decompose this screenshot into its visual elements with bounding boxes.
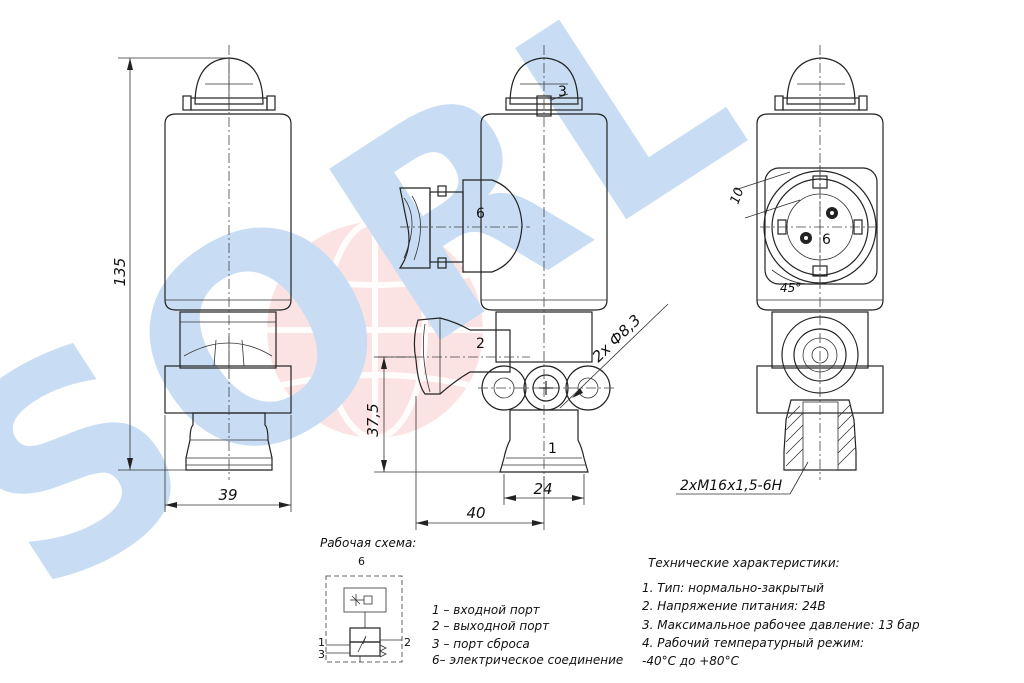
middle-view: 3 6 2 (378, 45, 614, 480)
port-legend: 1 – входной порт 2 – выходной порт 3 – п… (432, 603, 623, 667)
watermark-globe (267, 219, 483, 441)
working-schema: Рабочая схема: 6 1 3 2 (318, 536, 416, 663)
callout-6: 6 (476, 206, 485, 222)
dim-holes-label: 2x Ф8,3 (589, 311, 645, 366)
schema-port-1: 1 (318, 636, 325, 649)
specs-title: Технические характеристики: (648, 556, 840, 570)
specs-item-1: 1. Тип: нормально-закрытый (642, 581, 824, 595)
dim-10-label: 10 (728, 186, 748, 207)
legend-item-3: 3 – порт сброса (432, 637, 530, 651)
callout-6-front: 6 (822, 232, 831, 248)
specs-item-3: 3. Максимальное рабочее давление: 13 бар (642, 618, 920, 632)
schema-title: Рабочая схема: (320, 536, 416, 550)
dim-height: 135 (111, 57, 226, 471)
callout-2: 2 (476, 336, 485, 352)
dim-135-label: 135 (111, 258, 129, 287)
callout-1: 1 (548, 441, 557, 457)
thread-hatching (785, 404, 856, 467)
legend-item-2: 2 – выходной порт (432, 619, 550, 633)
specs-item-5: -40°С до +80°С (642, 654, 740, 668)
specs-item-2: 2. Напряжение питания: 24В (642, 599, 826, 613)
tech-specs: Технические характеристики: 1. Тип: норм… (642, 556, 920, 668)
callout-3: 3 (558, 84, 567, 100)
schema-top-label: 6 (358, 555, 365, 568)
specs-item-4: 4. Рабочий температурный режим: (642, 636, 864, 650)
thread-label: 2xM16x1,5-6H (680, 478, 783, 494)
dim-port-height: 37,5 (364, 356, 500, 473)
dim-37-5-label: 37,5 (364, 403, 382, 436)
left-view (164, 45, 292, 480)
right-view: 6 10 45° (676, 45, 884, 495)
dim-39-label: 39 (218, 486, 237, 504)
legend-item-4: 6– электрическое соединение (432, 653, 623, 667)
schema-port-3: 3 (318, 648, 325, 661)
dim-24-label: 24 (533, 480, 552, 498)
dim-40-label: 40 (466, 504, 485, 522)
dim-width: 39 (164, 415, 292, 512)
dim-port-offset: 40 (415, 396, 545, 530)
legend-item-1: 1 – входной порт (432, 603, 541, 617)
schema-port-2: 2 (404, 636, 411, 649)
dim-45-label: 45° (780, 281, 801, 295)
